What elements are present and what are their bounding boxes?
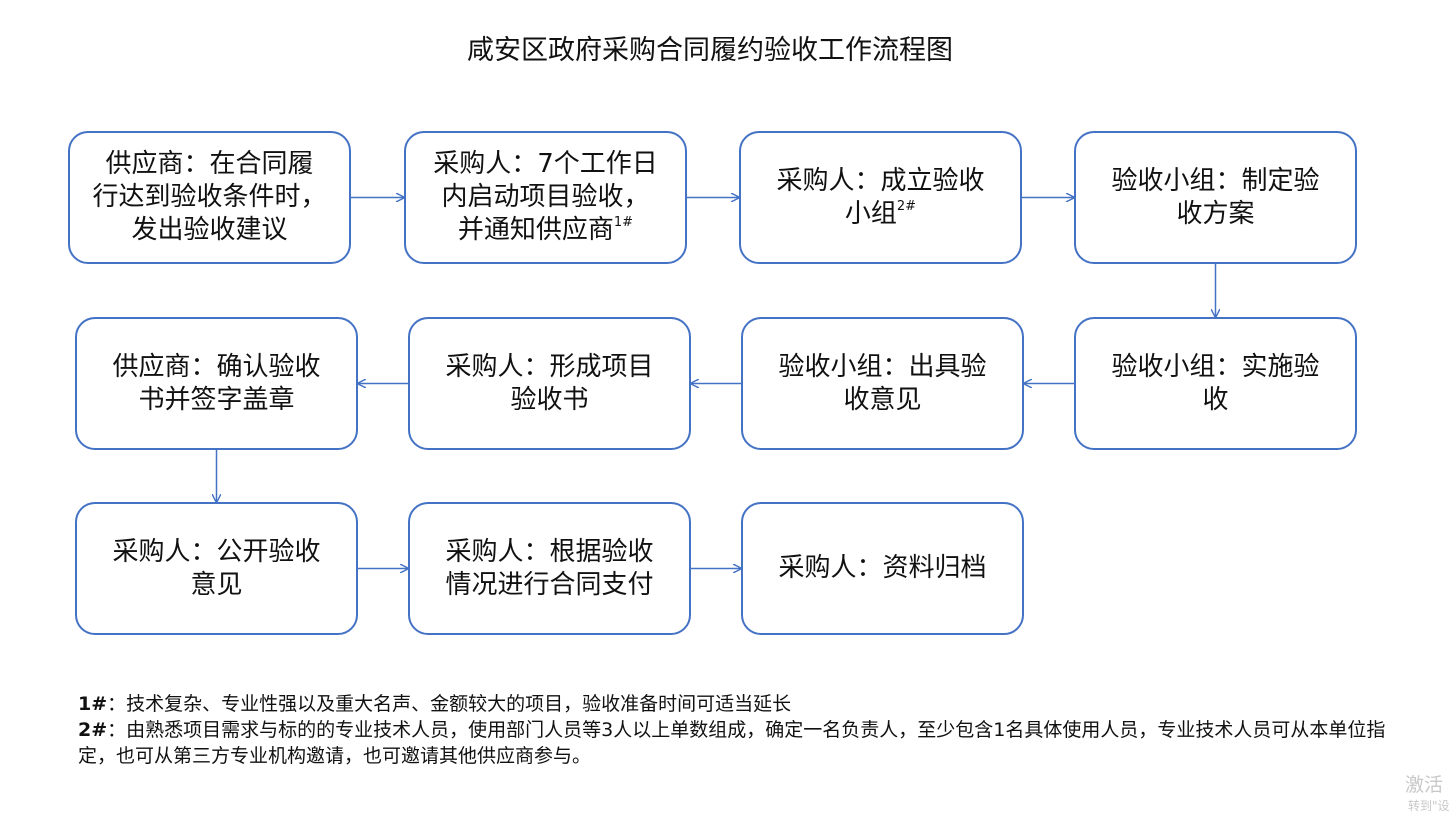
footnote-2: 2#：由熟悉项目需求与标的的专业技术人员，使用部门人员等3人以上单数组成，确定一… (78, 719, 1386, 767)
footnotes: 1#：技术复杂、专业性强以及重大名声、金额较大的项目，验收准备时间可适当延长 2… (78, 691, 1403, 769)
node-text: 采购人：成立验收 小组2# (776, 165, 985, 229)
node-purchaser-start-acceptance: 采购人：7个工作日 内启动项目验收， 并通知供应商1# (404, 131, 687, 264)
node-text: 采购人：7个工作日 内启动项目验收， 并通知供应商1# (433, 149, 658, 245)
node-supplier-confirm-sign: 供应商：确认验收 书并签字盖章 (75, 317, 358, 450)
node-purchaser-contract-payment: 采购人：根据验收 情况进行合同支付 (408, 502, 691, 635)
node-supplier-propose-acceptance: 供应商：在合同履 行达到验收条件时， 发出验收建议 (68, 131, 351, 264)
node-text: 验收小组：出具验 收意见 (778, 351, 987, 415)
node-text: 采购人：形成项目 验收书 (445, 351, 654, 415)
node-text: 采购人：根据验收 情况进行合同支付 (445, 536, 654, 600)
node-team-conduct-acceptance: 验收小组：实施验 收 (1074, 317, 1357, 450)
footnote-1: 1#：技术复杂、专业性强以及重大名声、金额较大的项目，验收准备时间可适当延长 (78, 693, 792, 715)
node-team-issue-opinion: 验收小组：出具验 收意见 (741, 317, 1024, 450)
node-text: 验收小组：实施验 收 (1111, 351, 1320, 415)
node-purchaser-archive: 采购人：资料归档 (741, 502, 1024, 635)
node-text: 供应商：确认验收 书并签字盖章 (112, 351, 321, 415)
footnote-mark: 1# (613, 215, 634, 230)
node-text: 采购人：资料归档 (778, 553, 987, 583)
activation-watermark: 激活 (1405, 774, 1444, 796)
node-text: 验收小组：制定验 收方案 (1111, 165, 1320, 229)
node-team-make-plan: 验收小组：制定验 收方案 (1074, 131, 1357, 264)
node-text: 供应商：在合同履 行达到验收条件时， 发出验收建议 (92, 149, 327, 245)
footnote-mark: 2# (896, 198, 917, 214)
node-purchaser-form-team: 采购人：成立验收 小组2# (739, 131, 1022, 264)
flowchart-title: 咸安区政府采购合同履约验收工作流程图 (467, 35, 953, 66)
node-purchaser-form-certificate: 采购人：形成项目 验收书 (408, 317, 691, 450)
node-text: 采购人：公开验收 意见 (112, 536, 321, 600)
node-purchaser-publish-opinion: 采购人：公开验收 意见 (75, 502, 358, 635)
activation-watermark-sub: 转到"设 (1408, 799, 1450, 813)
